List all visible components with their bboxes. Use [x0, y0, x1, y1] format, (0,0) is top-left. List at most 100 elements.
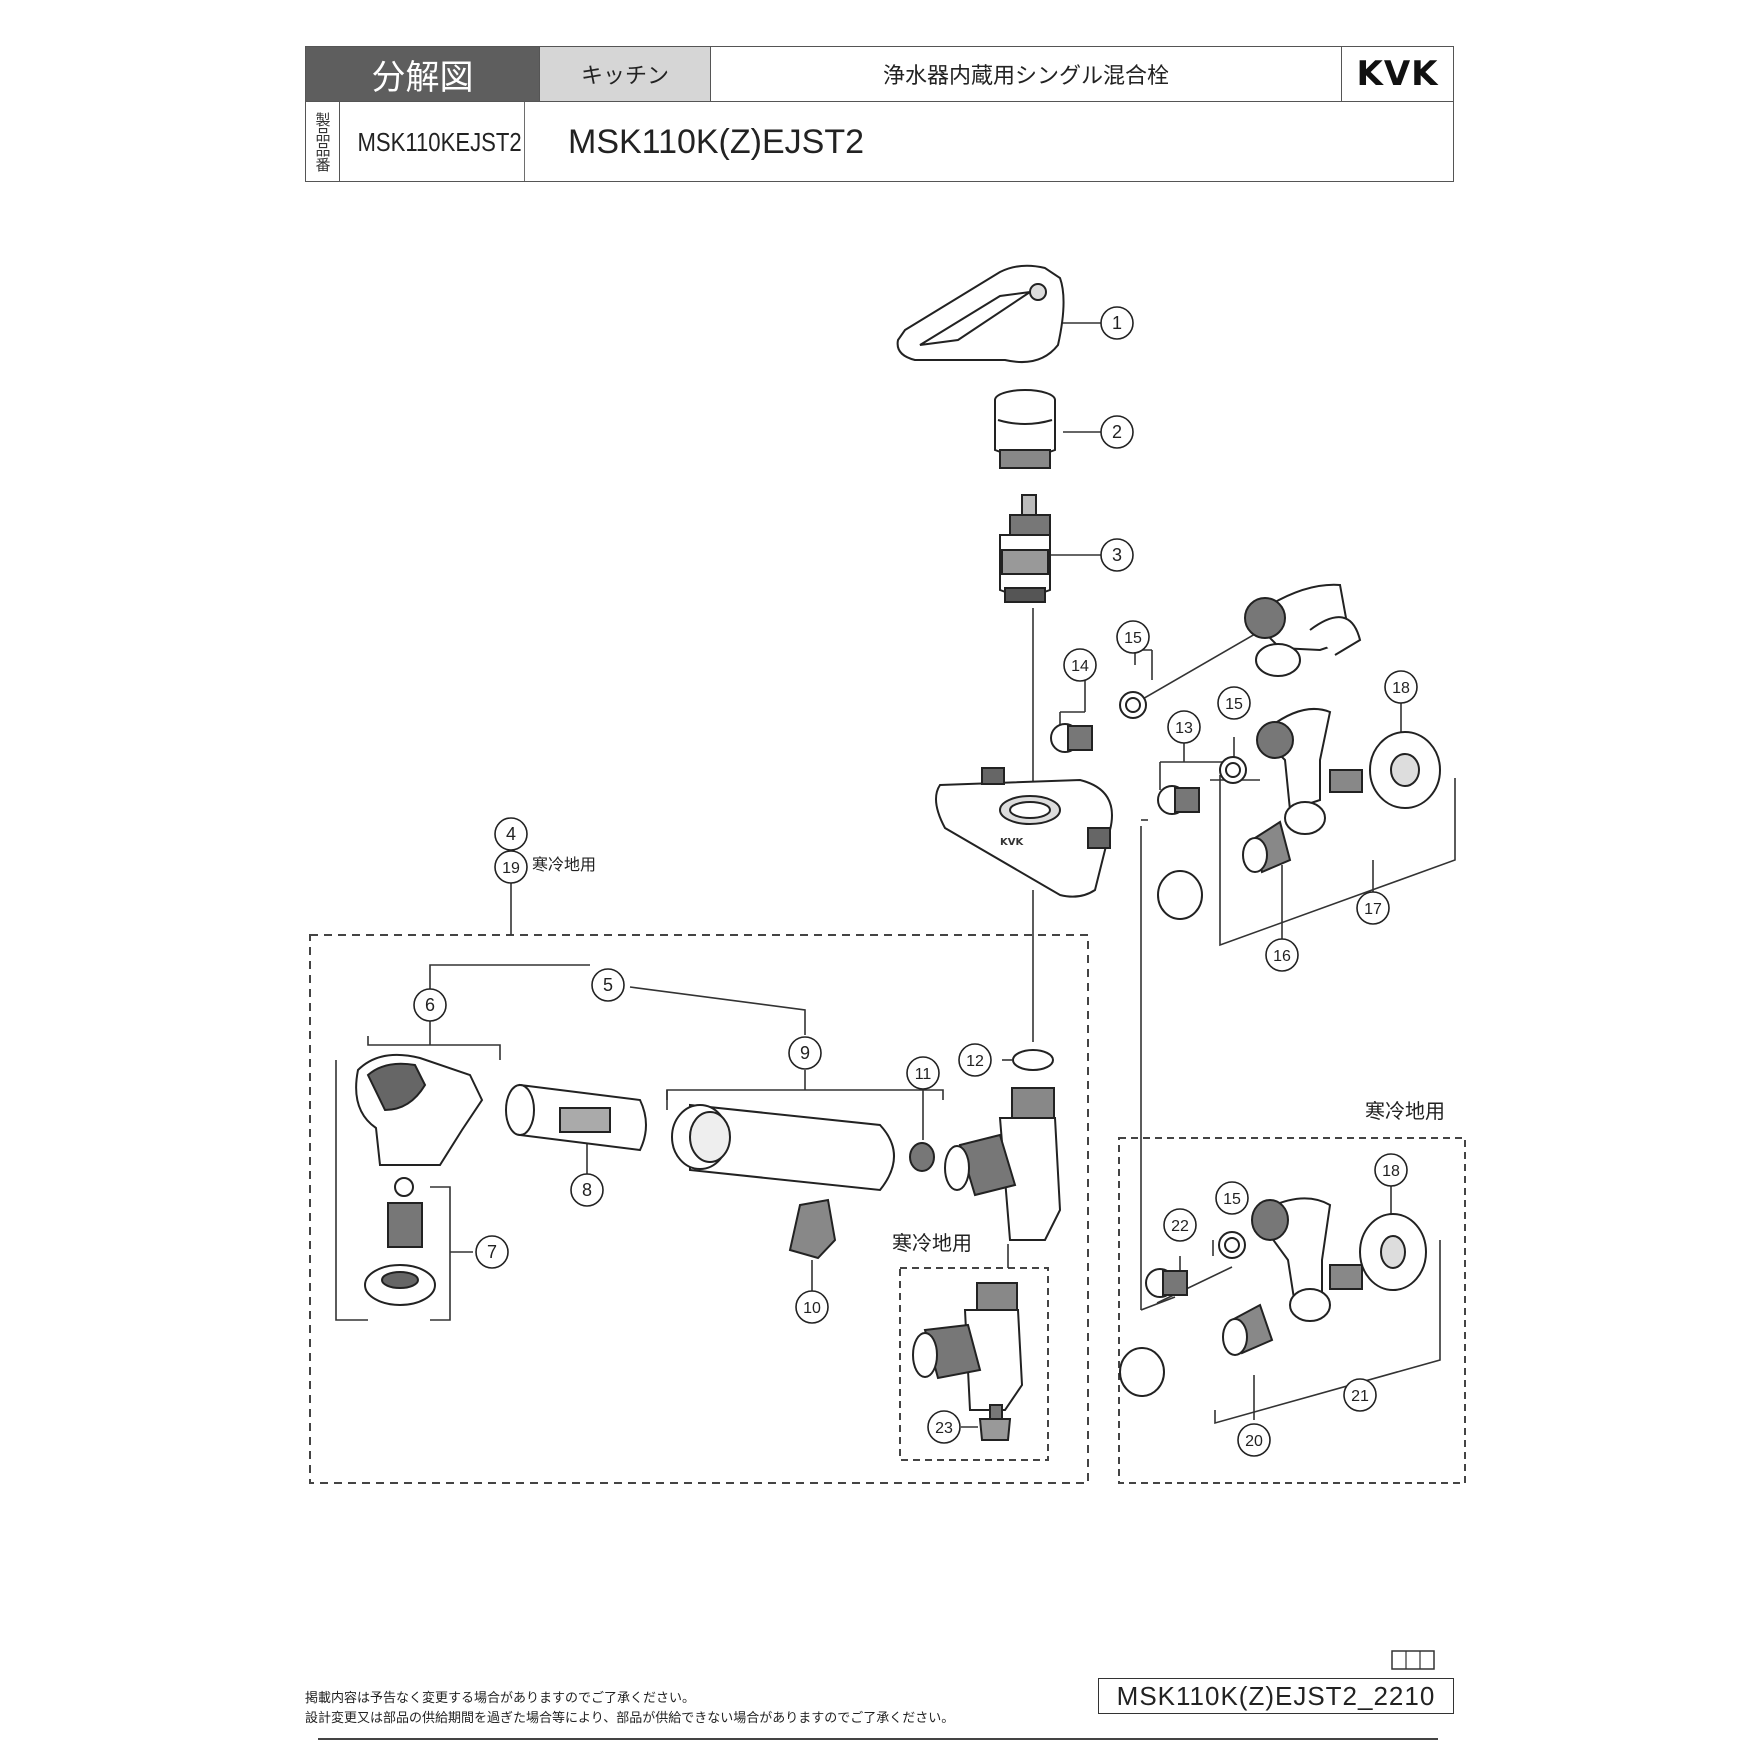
callout-label-18-dup2: 18: [1382, 1163, 1400, 1180]
callout-label-9: 9: [800, 1043, 810, 1063]
callout-circle-21: [1343, 1378, 1377, 1412]
callout-circle-14: [1063, 648, 1097, 682]
callout-label-14: 14: [1071, 658, 1089, 675]
part-3-cartridge: [999, 494, 1051, 603]
callout-circle-7: [475, 1235, 509, 1269]
callout-label-20: 20: [1245, 1433, 1263, 1450]
cold-region-label-19: 寒冷地用: [532, 855, 596, 874]
brand-logo: KVK: [1342, 47, 1453, 102]
callout-circle-9: [788, 1036, 822, 1070]
callout-circle-17: [1356, 891, 1390, 925]
document-number: MSK110K(Z)EJST2_2210: [1098, 1678, 1454, 1714]
group-box-cold-elbow: [899, 1267, 1049, 1461]
header-table: 分解図 キッチン 浄水器内蔵用シングル混合栓 KVK 製品品番 MSK110KE…: [305, 46, 1454, 182]
callout-circle-1: [1100, 306, 1134, 340]
callout-circle-4: [494, 817, 528, 851]
upper-leg: [1244, 583, 1362, 677]
callout-label-15: 15: [1124, 630, 1142, 647]
callout-circle-8: [570, 1173, 604, 1207]
callout-label-15-dup1: 15: [1223, 1191, 1241, 1208]
callout-circle-11: [906, 1056, 940, 1090]
callout-label-18: 18: [1392, 680, 1410, 697]
diagram-title: 分解図: [306, 47, 540, 102]
group-box-spout: [309, 934, 1089, 1484]
part-17-leg: [1256, 708, 1363, 835]
callout-circle-20: [1237, 1423, 1271, 1457]
callout-circle-19: [494, 850, 528, 884]
model-label: 製品品番: [306, 102, 340, 182]
cold-elbow-fitting: [912, 1282, 1024, 1411]
callout-label-5: 5: [603, 975, 613, 995]
callout-label-15-dup0: 15: [1225, 696, 1243, 713]
callout-label-6: 6: [425, 995, 435, 1015]
model-label-text: 製品品番: [313, 112, 332, 172]
callout-label-3: 3: [1112, 545, 1122, 565]
cold-region-label-elbow: 寒冷地用: [892, 1231, 972, 1255]
part-12-ring: [1012, 1049, 1054, 1071]
callout-label-23: 23: [935, 1420, 953, 1437]
callout-circle-18: [1384, 670, 1418, 704]
callouts: 1234567891011121314151617181920212223151…: [413, 306, 1418, 1457]
callout-label-21: 21: [1351, 1388, 1369, 1405]
callout-circle-22: [1163, 1208, 1197, 1242]
cold-region-label-legs: 寒冷地用: [1365, 1099, 1445, 1123]
end-cap-1: [1157, 870, 1203, 920]
part-21-leg: [1251, 1197, 1363, 1322]
model-code: MSK110KEJST2: [355, 102, 525, 182]
product-description: 浄水器内蔵用シングル混合栓: [711, 47, 1342, 102]
group-box-cold-legs: [1118, 1137, 1466, 1484]
callout-circle-12: [958, 1043, 992, 1077]
callout-circle-23: [927, 1410, 961, 1444]
callout-circle-6: [413, 988, 447, 1022]
part-1-lever-handle: [896, 264, 1065, 364]
body-mark: KVK: [1000, 837, 1024, 848]
part-23-drain-plug: [978, 1404, 1012, 1441]
part-14-fitting: [1050, 723, 1093, 753]
callout-circle-16: [1265, 938, 1299, 972]
part-11-screen: [909, 1142, 935, 1172]
part-10-clip: [788, 1198, 837, 1260]
main-body: [935, 767, 1113, 898]
callout-circle-13: [1167, 710, 1201, 744]
category-label: キッチン: [540, 47, 711, 102]
end-cap-2: [1119, 1347, 1165, 1397]
page-box-icon: [1391, 1650, 1435, 1670]
part-8-filter: [505, 1083, 647, 1152]
callout-label-11: 11: [915, 1066, 932, 1083]
callout-circle-18-dup2: [1374, 1153, 1408, 1187]
model-name: MSK110K(Z)EJST2: [568, 122, 865, 161]
part-22-fitting: [1145, 1268, 1188, 1298]
callout-label-8: 8: [582, 1180, 592, 1200]
part-18-escutcheon-upper: [1369, 731, 1441, 809]
part-2-cap-nut: [994, 389, 1056, 469]
footer-note-2: 設計変更又は部品の供給期間を過ぎた場合等により、部品が供給できない場合があります…: [305, 1711, 955, 1726]
callout-circle-15: [1116, 620, 1150, 654]
callout-circle-15-dup0: [1217, 686, 1251, 720]
callout-label-13: 13: [1175, 720, 1193, 737]
part-18-escutcheon-lower: [1359, 1213, 1427, 1291]
part-16-valve: [1242, 820, 1292, 874]
callout-label-16: 16: [1273, 948, 1291, 965]
part-20-valve: [1222, 1303, 1274, 1356]
part-13-fitting: [1157, 785, 1200, 815]
part-9-spout-tube: [671, 1103, 895, 1192]
callout-label-4: 4: [506, 824, 516, 844]
part-6-spout-head: [355, 1053, 484, 1166]
callout-circle-3: [1100, 538, 1134, 572]
part-7-aerator: [364, 1177, 436, 1306]
footer-note-1: 掲載内容は予告なく変更する場合がありますのでご了承ください。: [305, 1691, 696, 1706]
callout-label-19: 19: [502, 860, 520, 877]
callout-label-1: 1: [1112, 313, 1122, 333]
callout-label-2: 2: [1112, 422, 1122, 442]
callout-circle-15-dup1: [1215, 1181, 1249, 1215]
bottom-rule: [318, 1738, 1438, 1740]
callout-label-22: 22: [1171, 1218, 1189, 1235]
callout-circle-10: [795, 1290, 829, 1324]
callout-circle-5: [591, 968, 625, 1002]
callout-label-17: 17: [1364, 901, 1382, 918]
elbow-fitting: [944, 1087, 1062, 1241]
callout-circle-2: [1100, 415, 1134, 449]
callout-label-7: 7: [487, 1242, 497, 1262]
callout-label-10: 10: [803, 1300, 821, 1317]
